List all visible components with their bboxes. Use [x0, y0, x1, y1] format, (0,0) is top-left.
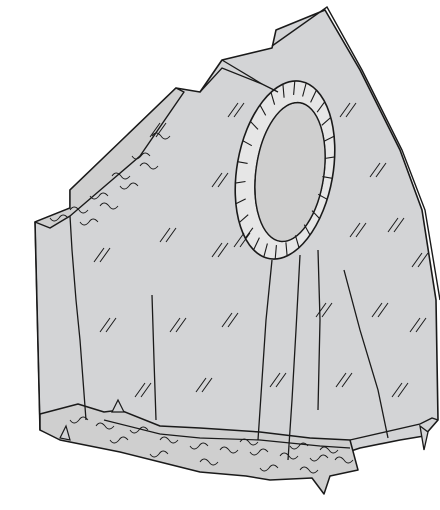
garment-body: [35, 10, 438, 462]
